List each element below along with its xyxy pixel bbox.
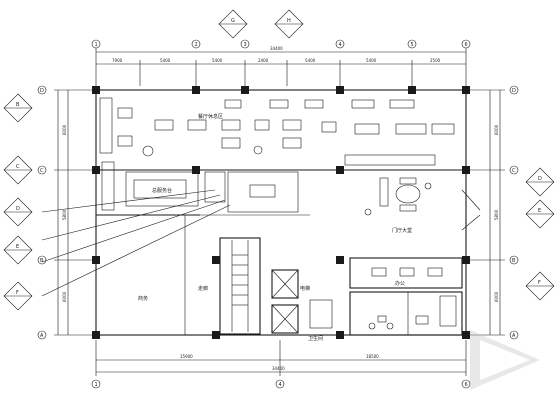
axis-top-6: 6 <box>465 42 468 48</box>
svg-text:D: D <box>538 176 542 182</box>
label-elevator: 电梯 <box>300 285 310 292</box>
outer-walls <box>95 89 467 336</box>
top-dimension-3: 5400 <box>212 58 223 63</box>
svg-text:E: E <box>16 244 19 250</box>
top-dimension-7: 2500 <box>430 58 441 63</box>
lower-right-offices: 办公 卫生间 <box>308 257 463 342</box>
axis-right-d: D <box>512 88 516 94</box>
top-axis-markers: 1 2 3 4 5 6 <box>91 39 471 49</box>
axis-left-c: C <box>40 168 44 174</box>
label-office: 办公 <box>395 280 405 287</box>
svg-text:G: G <box>231 18 235 24</box>
axis-top-2: 2 <box>195 42 198 48</box>
watermark <box>470 330 540 390</box>
axis-right-b: B <box>512 258 516 264</box>
left-core: 总服务台 <box>101 161 310 216</box>
axis-top-3: 3 <box>244 42 247 48</box>
structural-columns <box>92 86 470 339</box>
axis-left-b: B <box>40 258 44 264</box>
left-dimension-2: 5800 <box>62 209 67 220</box>
right-dimensions: 6000 5800 6000 D C B A <box>470 85 519 340</box>
axis-top-5: 5 <box>411 42 414 48</box>
axis-top-1: 1 <box>95 42 98 48</box>
left-dimension-3: 6000 <box>62 291 67 302</box>
callout-c: C <box>3 155 33 185</box>
axis-right-c: C <box>512 168 516 174</box>
top-dimension-5: 5400 <box>305 58 316 63</box>
bottom-dimensions: 15900 18500 34400 1 4 6 <box>91 340 471 389</box>
stair-core: 电梯 <box>219 237 310 335</box>
label-left-room: 商务 <box>138 295 148 302</box>
bottom-total-dimension: 34400 <box>272 366 285 371</box>
axis-bottom-6: 6 <box>465 382 468 388</box>
dining-tables: 餐厅休息区 <box>99 97 455 166</box>
axis-top-4: 4 <box>339 42 342 48</box>
callout-leaders <box>41 189 231 297</box>
axis-right-a: A <box>512 333 516 339</box>
svg-text:D: D <box>16 206 20 212</box>
svg-text:B: B <box>16 102 20 108</box>
top-callouts: G H <box>218 9 304 39</box>
label-lobby: 门厅大堂 <box>392 227 412 234</box>
callout-g: G <box>218 9 248 39</box>
axis-left-a: A <box>40 333 44 339</box>
right-callouts: D E F <box>525 167 555 301</box>
lobby: 门厅大堂 <box>364 177 481 234</box>
callout-b: B <box>3 93 33 123</box>
label-dining: 餐厅休息区 <box>198 113 223 120</box>
callout-right-d: D <box>525 167 555 197</box>
right-dimension-1: 6000 <box>494 124 499 135</box>
callout-e: E <box>3 235 33 265</box>
left-dimensions: 6000 5800 6000 D C B A <box>37 85 92 340</box>
top-dimension-6: 5400 <box>366 58 377 63</box>
callout-f: F <box>3 281 33 311</box>
right-dimension-3: 6000 <box>494 291 499 302</box>
label-front-desk: 总服务台 <box>152 187 172 194</box>
label-restroom: 卫生间 <box>308 335 323 342</box>
top-dimension-1: 7900 <box>112 58 123 63</box>
top-dimension-4: 2400 <box>258 58 269 63</box>
bottom-dimension-2: 18500 <box>366 354 379 359</box>
bottom-dimension-1: 15900 <box>180 354 193 359</box>
svg-text:E: E <box>538 208 541 214</box>
svg-text:F: F <box>16 290 19 296</box>
svg-text:F: F <box>538 280 541 286</box>
lower-left-room: 商务 走廊 <box>96 214 208 335</box>
callout-right-f: F <box>525 271 555 301</box>
axis-left-d: D <box>40 88 44 94</box>
axis-bottom-1: 1 <box>95 382 98 388</box>
svg-text:C: C <box>16 164 20 170</box>
callout-d: D <box>3 197 33 227</box>
top-dimension-2: 5400 <box>160 58 171 63</box>
right-dimension-2: 5800 <box>494 209 499 220</box>
svg-text:H: H <box>287 18 291 24</box>
left-dimension-1: 6000 <box>62 124 67 135</box>
callout-right-e: E <box>525 199 555 229</box>
callout-h: H <box>274 9 304 39</box>
label-corridor: 走廊 <box>198 285 208 292</box>
left-callouts: B C D E F <box>3 93 33 311</box>
top-total-dimension: 34400 <box>270 46 283 51</box>
top-dimensions: 34400 7900 5400 5400 2400 5400 5400 2500 <box>95 46 467 86</box>
axis-bottom-4: 4 <box>279 382 282 388</box>
